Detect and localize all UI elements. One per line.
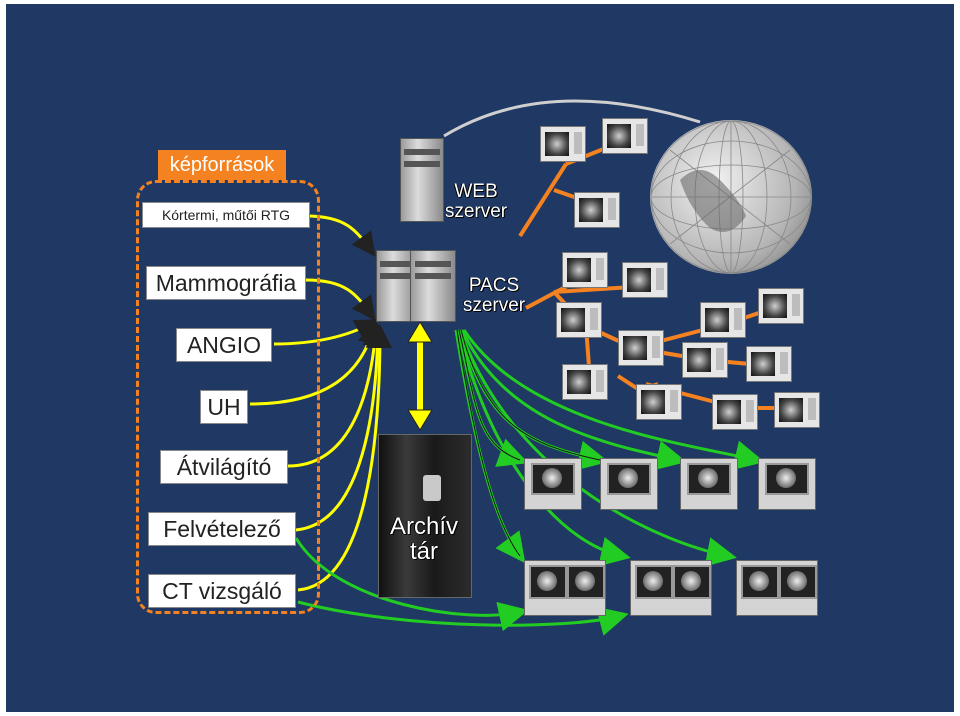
image-thumbnail (618, 330, 664, 366)
link-ws4 (462, 329, 765, 470)
workstation-icon (600, 458, 658, 510)
source-felvetelezo: Felvételező (148, 512, 296, 546)
link-ws7 (458, 329, 737, 567)
image-thumbnail (712, 394, 758, 430)
link-ct (297, 324, 392, 592)
workstation-icon (524, 458, 582, 510)
image-thumbnail (700, 302, 746, 338)
image-thumbnail (562, 252, 608, 288)
source-uh: UH (200, 390, 248, 424)
image-thumbnail (556, 302, 602, 338)
workstation-icon (524, 560, 606, 616)
image-thumbnail (682, 342, 728, 378)
source-atvilagito: Átvilágító (160, 450, 288, 484)
image-thumbnail (562, 364, 608, 400)
link-ct-direct (297, 600, 629, 636)
archive-storage-icon (378, 434, 472, 598)
sources-header: képforrások (158, 150, 286, 180)
image-thumbnail (774, 392, 820, 428)
workstation-icon (680, 458, 738, 510)
globe-icon (650, 120, 812, 274)
source-ct: CT vizsgáló (148, 574, 296, 608)
source-angio: ANGIO (176, 328, 272, 362)
web-server-icon (400, 138, 444, 222)
archive-label: Archív tár (389, 513, 458, 566)
image-thumbnail (540, 126, 586, 162)
pacs-server-icon-2 (410, 250, 456, 322)
pacs-server-label: PACS szerver (462, 275, 526, 316)
link-atvilagito (287, 322, 387, 468)
workstation-icon (630, 560, 712, 616)
image-thumbnail (622, 262, 668, 298)
workstation-icon (758, 458, 816, 510)
image-thumbnail (602, 118, 648, 154)
image-thumbnail (746, 346, 792, 382)
sources-frame (136, 180, 320, 614)
internet-link (443, 99, 701, 138)
pacs-archive-link (407, 321, 433, 431)
pacs-diagram: képforrások Kórtermi, műtői RTG Mammográ… (6, 4, 954, 712)
image-thumbnail (758, 288, 804, 324)
link-ws3 (460, 329, 687, 471)
image-thumbnail (574, 192, 620, 228)
image-thumbnail (636, 384, 682, 420)
source-mammografia: Mammográfia (146, 266, 306, 300)
source-rtg: Kórtermi, műtői RTG (142, 202, 310, 228)
link-felvetelezo-direct (294, 537, 529, 632)
web-server-label: WEB szerver (444, 181, 508, 222)
workstation-icon (736, 560, 818, 616)
